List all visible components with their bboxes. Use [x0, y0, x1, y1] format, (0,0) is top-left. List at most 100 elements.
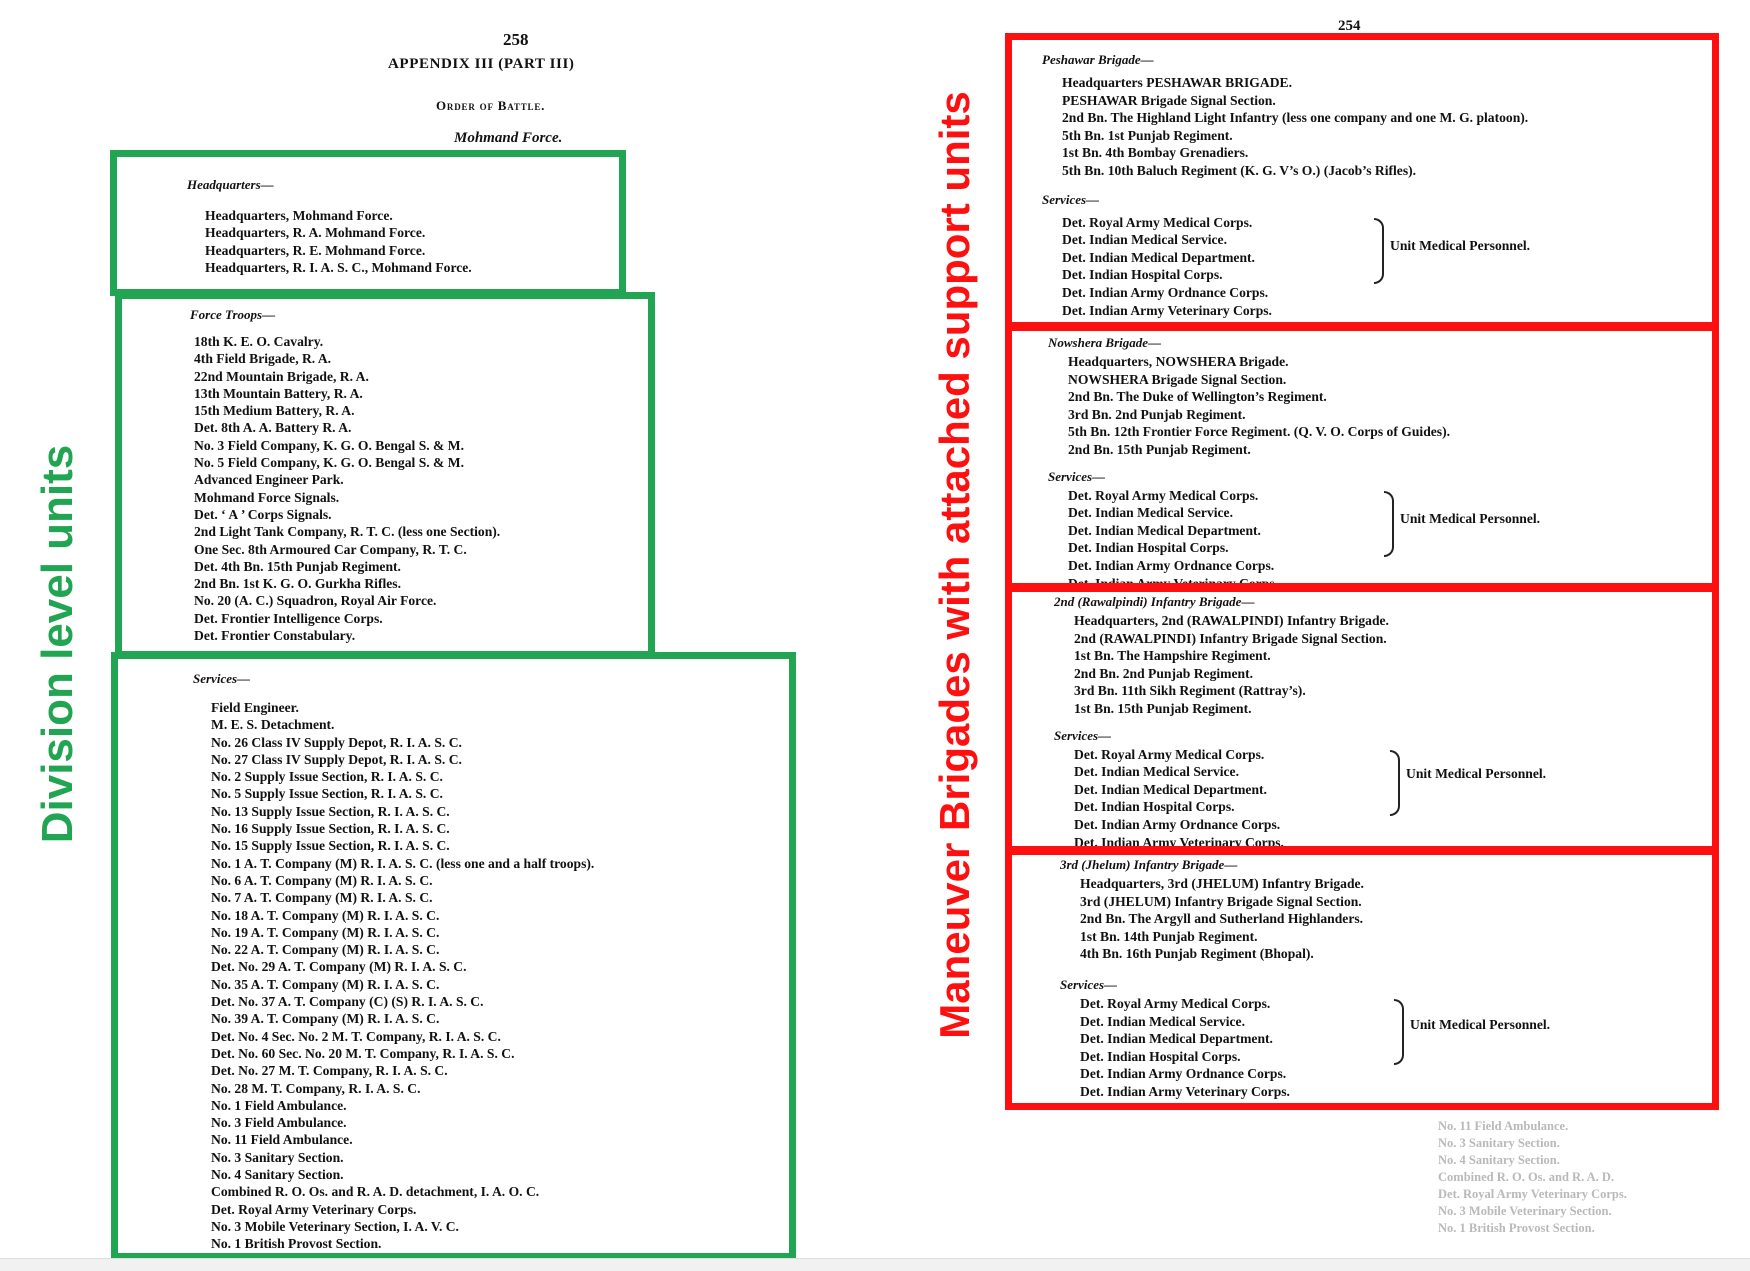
list-item: 13th Mountain Battery, R. A.: [194, 385, 363, 401]
list-item: Det. Indian Hospital Corps.: [1080, 1048, 1241, 1064]
list-item: No. 11 Field Ambulance.: [211, 1132, 353, 1148]
list-item: 2nd Bn. 2nd Punjab Regiment.: [1074, 665, 1254, 681]
list-item: Combined R. O. Os. and R. A. D. detachme…: [211, 1184, 540, 1200]
brigade-heading: 3rd (Jhelum) Infantry Brigade—: [1060, 857, 1238, 872]
list-item: No. 39 A. T. Company (M) R. I. A. S. C.: [211, 1011, 440, 1027]
list-item: No. 3 Mobile Veterinary Section, I. A. V…: [211, 1218, 459, 1234]
brace-icon: [1390, 749, 1400, 816]
list-item: No. 6 A. T. Company (M) R. I. A. S. C.: [211, 872, 433, 888]
list-item: 5th Bn. 10th Baluch Regiment (K. G. V’s …: [1062, 162, 1417, 178]
appendix-title: APPENDIX III (PART III): [388, 56, 575, 72]
services-note: Unit Medical Personnel.: [1406, 765, 1547, 781]
list-item: 2nd Bn. 1st K. G. O. Gurkha Rifles.: [194, 576, 401, 592]
brigade-services-heading: Services—: [1048, 468, 1106, 484]
list-item: No. 26 Class IV Supply Depot, R. I. A. S…: [211, 734, 462, 750]
list-item: 18th K. E. O. Cavalry.: [194, 334, 324, 349]
brigade-heading: Peshawar Brigade—: [1042, 52, 1154, 67]
brace-icon: [1384, 490, 1394, 557]
list-item: 2nd Bn. The Highland Light Infantry (les…: [1062, 110, 1529, 126]
list-item: No. 20 (A. C.) Squadron, Royal Air Force…: [194, 593, 437, 609]
list-item: No. 5 Field Company, K. G. O. Bengal S. …: [194, 455, 465, 471]
list-item: Det. Frontier Constabulary.: [194, 628, 356, 644]
services-heading: Services—: [193, 671, 251, 686]
list-item: Det. No. 4 Sec. No. 2 M. T. Company, R. …: [211, 1028, 501, 1044]
list-item: 1st Bn. The Hampshire Regiment.: [1074, 648, 1271, 664]
list-item: Det. Indian Medical Service.: [1080, 1013, 1245, 1029]
list-item: No. 1 Field Ambulance.: [211, 1097, 347, 1113]
list-item: 2nd Bn. The Duke of Wellington’s Regimen…: [1068, 389, 1327, 405]
list-item: Det. Indian Army Veterinary Corps.: [1080, 1083, 1290, 1099]
list-item: No. 5 Supply Issue Section, R. I. A. S. …: [211, 786, 443, 802]
right-page-number: 254: [1338, 18, 1361, 34]
list-item: 4th Field Brigade, R. A.: [194, 351, 332, 367]
bottom-scroll-strip: [0, 1258, 1750, 1271]
list-item: Headquarters, R. I. A. S. C., Mohmand Fo…: [205, 259, 472, 275]
left-page-number: 258: [503, 30, 529, 49]
list-item: Det. 4th Bn. 15th Punjab Regiment.: [194, 558, 401, 574]
list-item: 5th Bn. 12th Frontier Force Regiment. (Q…: [1068, 424, 1450, 440]
list-item: 5th Bn. 1st Punjab Regiment.: [1062, 127, 1233, 143]
list-item: 1st Bn. 4th Bombay Grenadiers.: [1062, 145, 1249, 161]
brigade-services-list: Det. Royal Army Medical Corps. Det. Indi…: [1068, 487, 1450, 590]
list-item: No. 3 Field Company, K. G. O. Bengal S. …: [194, 437, 465, 453]
list-item: 3rd Bn. 2nd Punjab Regiment.: [1068, 406, 1246, 422]
list-item: Det. Indian Army Veterinary Corps.: [1068, 575, 1278, 590]
list-item: Mohmand Force Signals.: [194, 489, 340, 505]
brace-icon: [1394, 998, 1404, 1065]
list-item: One Sec. 8th Armoured Car Company, R. T.…: [194, 541, 467, 557]
list-item: Det. Royal Army Medical Corps.: [1080, 995, 1271, 1011]
headquarters-list: Headquarters, Mohmand Force. Headquarter…: [205, 207, 472, 276]
brigade-heading: 2nd (Rawalpindi) Infantry Brigade—: [1054, 594, 1255, 609]
list-item: Det. ‘ A ’ Corps Signals.: [194, 506, 332, 522]
list-item: Det. Indian Medical Department.: [1062, 249, 1255, 265]
list-item: Headquarters PESHAWAR BRIGADE.: [1062, 75, 1292, 90]
list-item: Det. Indian Army Ordnance Corps.: [1074, 816, 1281, 832]
list-item: No. 1 British Provost Section.: [211, 1236, 382, 1252]
list-item: No. 19 A. T. Company (M) R. I. A. S. C.: [211, 924, 440, 940]
list-item: Det. Indian Army Ordnance Corps.: [1080, 1066, 1287, 1082]
force-troops-list: 18th K. E. O. Cavalry. 4th Field Brigade…: [194, 333, 500, 644]
list-item: 3rd (JHELUM) Infantry Brigade Signal Sec…: [1080, 893, 1362, 909]
list-item: Det. Indian Medical Service.: [1068, 505, 1233, 521]
list-item: No. 4 Sanitary Section.: [211, 1167, 344, 1183]
list-item: No. 3 Sanitary Section.: [211, 1149, 344, 1165]
list-item: No. 1 A. T. Company (M) R. I. A. S. C. (…: [211, 855, 595, 871]
list-item: No. 28 M. T. Company, R. I. A. S. C.: [211, 1080, 421, 1096]
list-item: Headquarters, Mohmand Force.: [205, 208, 393, 223]
maneuver-brigades-label: Maneuver Brigades with attached support …: [931, 91, 978, 1039]
list-item: Det. Indian Medical Service.: [1074, 764, 1239, 780]
force-troops-box: Force Troops— 18th K. E. O. Cavalry. 4th…: [115, 292, 655, 658]
order-of-battle-title: Order of Battle.: [436, 98, 546, 113]
list-item: Det. Indian Medical Service.: [1062, 232, 1227, 248]
list-item: 1st Bn. 14th Punjab Regiment.: [1080, 928, 1258, 944]
brigade-box-jhelum: 3rd (Jhelum) Infantry Brigade— Headquart…: [1005, 848, 1719, 1110]
list-item: 4th Bn. 16th Punjab Regiment (Bhopal).: [1080, 946, 1314, 962]
list-item: PESHAWAR Brigade Signal Section.: [1062, 92, 1276, 108]
list-item: Det. No. 29 A. T. Company (M) R. I. A. S…: [211, 959, 467, 975]
list-item: No. 3 Field Ambulance.: [211, 1115, 347, 1131]
list-item: Det. Royal Army Medical Corps.: [1074, 746, 1265, 762]
brigade-heading: Nowshera Brigade—: [1048, 335, 1162, 350]
list-item: 2nd Light Tank Company, R. T. C. (less o…: [194, 524, 501, 540]
services-note: Unit Medical Personnel.: [1390, 237, 1531, 253]
brigade-box-peshawar: Peshawar Brigade— Headquarters PESHAWAR …: [1005, 33, 1719, 329]
list-item: Det. Indian Medical Department.: [1074, 781, 1267, 797]
services-note: Unit Medical Personnel.: [1410, 1016, 1551, 1032]
services-note: Unit Medical Personnel.: [1400, 510, 1541, 526]
list-item: Det. Indian Army Ordnance Corps.: [1062, 284, 1269, 300]
list-item: No. 18 A. T. Company (M) R. I. A. S. C.: [211, 907, 440, 923]
list-item: 1st Bn. 15th Punjab Regiment.: [1074, 700, 1252, 716]
bleed-through-text: No. 11 Field Ambulance.No. 3 Sanitary Se…: [1438, 1119, 1627, 1235]
list-item: 2nd Bn. 15th Punjab Regiment.: [1068, 441, 1251, 457]
list-item: Field Engineer.: [211, 700, 299, 715]
list-item: 3rd Bn. 11th Sikh Regiment (Rattray’s).: [1074, 683, 1306, 699]
brigade-units-list: Headquarters, NOWSHERA Brigade. NOWSHERA…: [1068, 353, 1450, 459]
list-item: 15th Medium Battery, R. A.: [194, 403, 355, 419]
services-list: Field Engineer. M. E. S. Detachment. No.…: [211, 699, 594, 1253]
list-item: No. 16 Supply Issue Section, R. I. A. S.…: [211, 821, 450, 837]
division-level-label: Division level units: [33, 444, 82, 844]
list-item: Det. Indian Army Ordnance Corps.: [1068, 557, 1275, 573]
list-item: Headquarters, R. E. Mohmand Force.: [205, 242, 426, 258]
list-item: 22nd Mountain Brigade, R. A.: [194, 368, 369, 384]
list-item: Det. Indian Hospital Corps.: [1074, 799, 1235, 815]
